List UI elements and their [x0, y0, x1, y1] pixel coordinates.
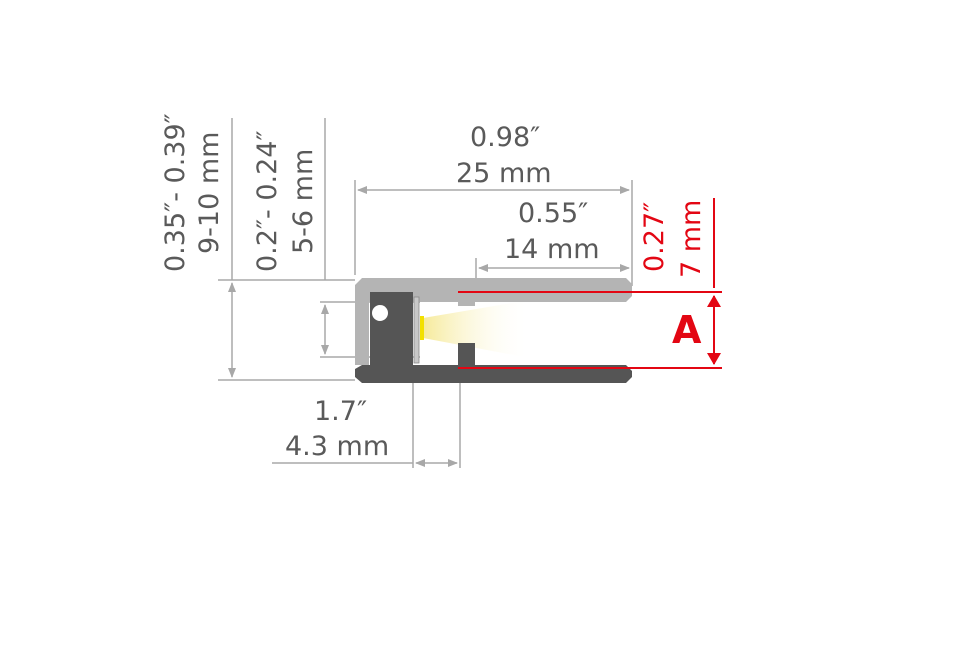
glass-thickness-metric: 5-6 mm [288, 148, 319, 254]
overall-height-imperial: 0.35″- 0.39″ [160, 113, 191, 272]
overall-height-metric: 9-10 mm [194, 131, 225, 254]
glass-thickness-imperial: 0.2″- 0.24″ [252, 130, 283, 272]
led-chip [420, 316, 424, 340]
channel-opening-imperial: 0.27″ [639, 201, 670, 272]
profile-top-arm [355, 278, 632, 365]
profile-bottom-arm [355, 365, 632, 383]
overall-width-metric: 25 mm [456, 158, 552, 189]
led-offset-imperial: 1.7″ [314, 396, 368, 427]
profile-bottom-tab [458, 343, 475, 367]
channel-opening-metric: 7 mm [676, 199, 707, 278]
profile-top-tab [458, 292, 475, 306]
channel-depth-metric: 14 mm [504, 234, 600, 265]
led-carrier-block [370, 292, 413, 367]
opening-markers [458, 198, 722, 369]
led-offset-metric: 4.3 mm [285, 431, 390, 462]
channel-depth-imperial: 0.55″ [518, 198, 589, 229]
opening-marker-label: A [672, 308, 702, 352]
screw-hole [372, 305, 388, 321]
light-beam [423, 300, 530, 358]
diffuser-plate [413, 296, 420, 364]
overall-width-imperial: 0.98″ [470, 122, 541, 153]
